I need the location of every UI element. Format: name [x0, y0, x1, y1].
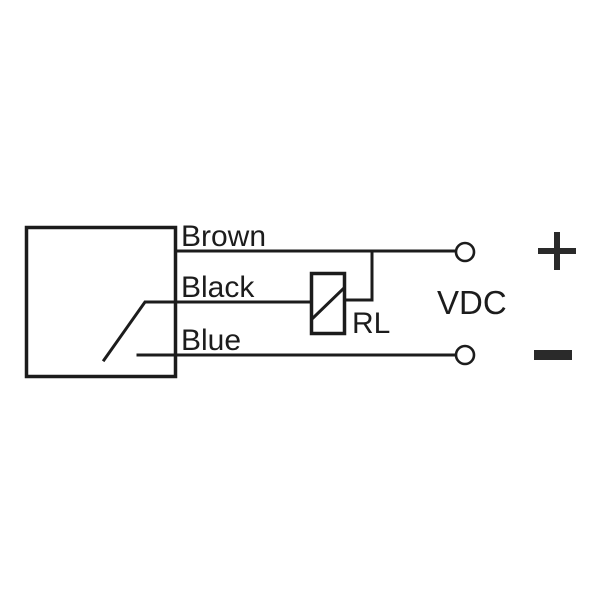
black-wire-label: Black: [181, 271, 255, 304]
supply-voltage-label: VDC: [437, 284, 507, 321]
positive-terminal-icon: [454, 241, 476, 263]
brown-wire-label: Brown: [181, 220, 266, 253]
relay-return-wire: [343, 249, 374, 302]
switch-contact-icon: [101, 300, 177, 363]
relay-label: RL: [352, 307, 390, 340]
plus-sign-icon: [538, 232, 576, 270]
negative-terminal-icon: [454, 344, 476, 366]
minus-sign-icon: [534, 350, 572, 360]
relay-coil-icon: [309, 271, 347, 336]
blue-wire-label: Blue: [181, 324, 241, 357]
